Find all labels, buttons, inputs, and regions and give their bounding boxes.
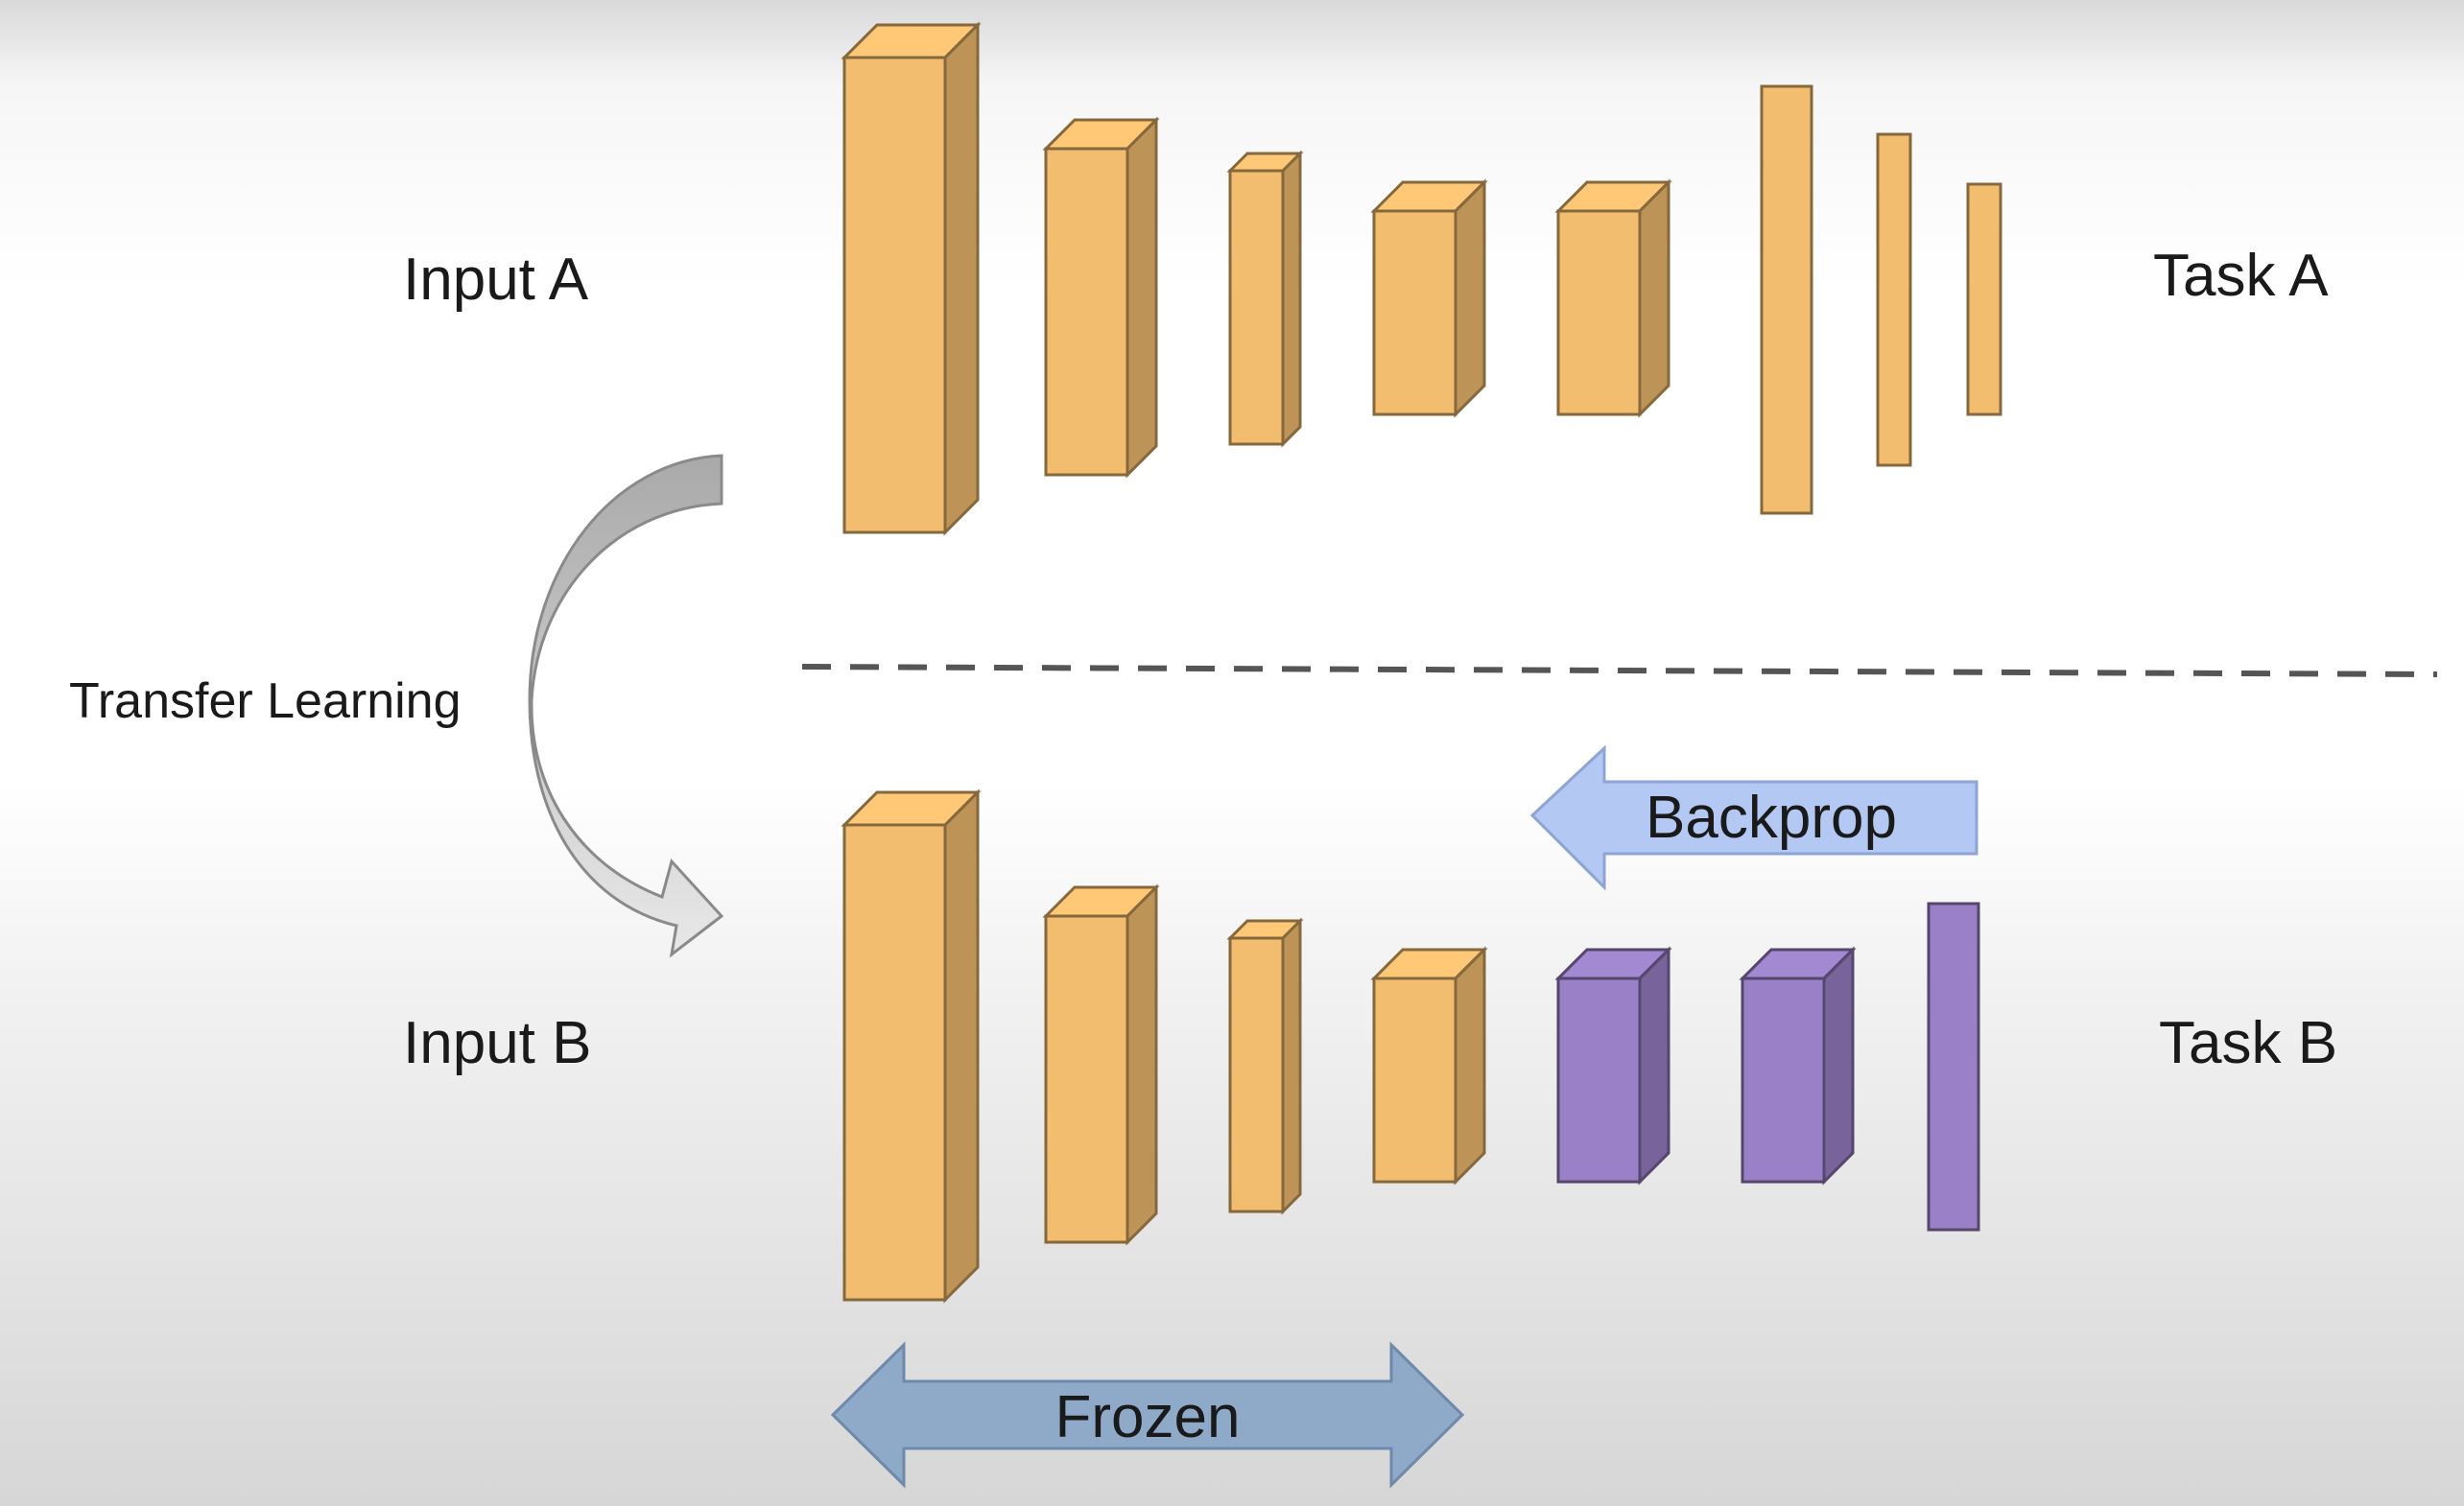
input-b-label: Input B (403, 1010, 591, 1076)
frozen-arrow: Frozen (830, 1341, 1465, 1489)
backprop-label: Backprop (1646, 785, 1897, 851)
network-b (841, 788, 1980, 1304)
transfer-learning-label: Transfer Learning (69, 673, 462, 729)
network-a-layer-6 (1760, 84, 1813, 515)
frozen-label: Frozen (1055, 1384, 1241, 1450)
input-a-label: Input A (403, 247, 589, 313)
network-b-layer-6 (1739, 946, 1857, 1186)
network-b-layer-7 (1927, 902, 1980, 1232)
network-a-layer-7 (1876, 132, 1912, 467)
network-a-layer-3 (1226, 150, 1304, 448)
network-b-layer-5 (1554, 946, 1672, 1186)
network-a-layer-1 (841, 21, 982, 536)
network-b-layer-1 (841, 788, 982, 1304)
transfer-arrow (528, 454, 724, 958)
backprop-arrow: Backprop (1529, 744, 1978, 891)
task-a-label: Task A (2153, 243, 2329, 309)
network-b-layer-4 (1370, 946, 1488, 1186)
network-b-layer-2 (1042, 883, 1160, 1246)
network-b-layer-3 (1226, 917, 1304, 1215)
network-a-layer-4 (1370, 178, 1488, 418)
network-a-layer-8 (1966, 182, 2002, 416)
network-a (841, 21, 2002, 536)
network-a-layer-2 (1042, 116, 1160, 479)
task-b-label: Task B (2159, 1010, 2337, 1076)
network-a-layer-5 (1554, 178, 1672, 418)
section-divider (801, 664, 2438, 677)
